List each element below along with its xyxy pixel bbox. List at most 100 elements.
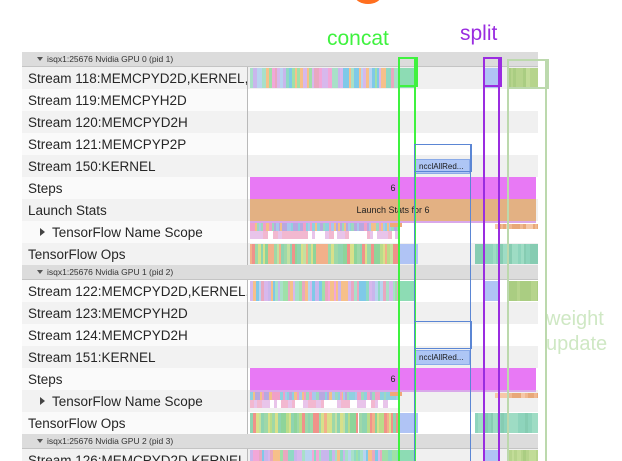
track-events-area[interactable] [247, 133, 538, 155]
trace-event-bar[interactable] [284, 223, 287, 231]
trace-event-bar[interactable] [498, 393, 502, 398]
trace-event-bar[interactable] [276, 450, 280, 461]
trace-event-bar[interactable] [388, 450, 392, 461]
track-events-area[interactable] [247, 324, 538, 346]
trace-event-bar[interactable] [502, 244, 506, 264]
trace-event-bar[interactable] [258, 413, 262, 433]
trace-event-bar[interactable] [383, 400, 389, 408]
trace-event-bar[interactable] [333, 231, 337, 239]
trace-event-bar[interactable] [384, 413, 387, 433]
trace-event-bar[interactable] [273, 450, 277, 461]
trace-event-bar[interactable] [377, 231, 383, 239]
trace-event-bar[interactable] [363, 392, 367, 400]
trace-event-bar[interactable] [495, 224, 498, 229]
trace-event-bar[interactable] [271, 68, 275, 88]
trace-event-bar[interactable] [297, 392, 299, 400]
track-row[interactable]: TensorFlow Ops [22, 243, 538, 265]
trace-event-bar[interactable] [397, 450, 398, 461]
trace-event-bar[interactable] [367, 413, 370, 433]
trace-event-bar[interactable] [266, 223, 269, 231]
trace-event-bar[interactable] [364, 223, 367, 231]
trace-event-bar[interactable] [327, 223, 330, 231]
trace-event-bar[interactable] [384, 450, 389, 461]
track-label-row[interactable]: TensorFlow Ops [22, 412, 247, 434]
track-label-row[interactable]: Stream 121:MEMCPYP2P [22, 133, 247, 155]
trace-event-bar[interactable] [525, 281, 529, 301]
trace-event-bar[interactable] [333, 281, 336, 301]
trace-event-bar[interactable] [371, 281, 376, 301]
trace-event-bar[interactable] [371, 223, 375, 231]
trace-event-bar[interactable] [266, 392, 270, 400]
trace-event-bar[interactable] [313, 413, 317, 433]
track-label-row[interactable]: Launch Stats [22, 199, 247, 221]
trace-event-bar[interactable] [274, 223, 277, 231]
trace-event-bar[interactable] [264, 244, 269, 264]
trace-event-bar[interactable] [358, 450, 361, 461]
trace-event-bar[interactable] [306, 223, 309, 231]
trace-event-bar[interactable] [369, 413, 372, 433]
trace-event-bar[interactable] [281, 231, 287, 239]
expand-caret-icon[interactable] [40, 397, 45, 405]
trace-event-bar[interactable] [286, 244, 291, 264]
trace-event-bar[interactable] [388, 392, 392, 400]
trace-event-bar[interactable] [316, 450, 319, 461]
trace-event-bar[interactable] [374, 450, 378, 461]
trace-event-bar[interactable] [289, 223, 292, 231]
trace-event-bar[interactable] [340, 223, 343, 231]
track-events-area[interactable] [247, 412, 538, 434]
trace-event-bar[interactable] [250, 231, 255, 239]
trace-event-bar[interactable] [526, 68, 531, 88]
trace-event-bar[interactable] [382, 223, 386, 231]
trace-event-bar[interactable] [512, 393, 516, 398]
trace-event-bar[interactable] [293, 223, 296, 231]
trace-event-bar[interactable] [335, 223, 339, 231]
collapse-triangle-icon[interactable] [37, 57, 43, 61]
trace-event-bar[interactable] [339, 392, 342, 400]
trace-event-bar[interactable] [509, 393, 513, 398]
trace-event-bar[interactable] [293, 450, 297, 461]
trace-event-bar[interactable] [295, 223, 298, 231]
trace-event-bar[interactable] [321, 68, 325, 88]
trace-event-bar[interactable] [338, 281, 342, 301]
concat-event-bar[interactable] [398, 450, 414, 461]
trace-event-bar[interactable] [504, 393, 508, 398]
trace-event-bar[interactable] [250, 450, 254, 461]
trace-event-bar[interactable] [393, 413, 396, 433]
trace-event-bar[interactable] [283, 413, 287, 433]
trace-event-bar[interactable] [259, 281, 262, 301]
trace-event-bar[interactable] [336, 244, 339, 264]
trace-event-bar[interactable] [318, 392, 321, 400]
trace-event-bar[interactable] [523, 224, 526, 229]
nccl-allreduce-event[interactable]: ncclAllRed... [414, 159, 470, 174]
trace-event-bar[interactable] [534, 244, 538, 264]
trace-event-bar[interactable] [495, 393, 499, 398]
trace-event-bar[interactable] [518, 413, 522, 433]
trace-event-bar[interactable] [312, 400, 316, 408]
trace-event-bar[interactable] [379, 244, 383, 264]
trace-event-bar[interactable] [500, 413, 504, 433]
trace-event-bar[interactable] [282, 223, 285, 231]
track-events-area[interactable] [247, 221, 538, 243]
trace-event-bar[interactable] [329, 223, 332, 231]
trace-event-bar[interactable] [485, 413, 488, 433]
trace-event-bar[interactable] [313, 244, 317, 264]
trace-event-bar[interactable] [390, 244, 393, 264]
trace-event-bar[interactable] [277, 68, 281, 88]
trace-event-bar[interactable] [318, 450, 321, 461]
trace-event-bar[interactable] [332, 400, 338, 408]
trace-event-bar[interactable] [378, 223, 381, 231]
trace-event-bar[interactable] [392, 244, 396, 264]
trace-event-bar[interactable] [381, 68, 384, 88]
trace-event-bar[interactable] [305, 450, 309, 461]
split-event-bar[interactable] [483, 68, 498, 88]
trace-event-bar[interactable] [312, 223, 316, 231]
trace-event-bar[interactable] [361, 400, 367, 408]
trace-event-bar[interactable] [377, 392, 380, 400]
track-label-row[interactable]: Stream 150:KERNEL [22, 155, 247, 177]
trace-event-bar[interactable] [366, 244, 369, 264]
trace-event-bar[interactable] [307, 244, 311, 264]
trace-event-bar[interactable] [379, 413, 382, 433]
trace-event-bar[interactable] [328, 244, 332, 264]
trace-event-bar[interactable] [352, 392, 355, 400]
